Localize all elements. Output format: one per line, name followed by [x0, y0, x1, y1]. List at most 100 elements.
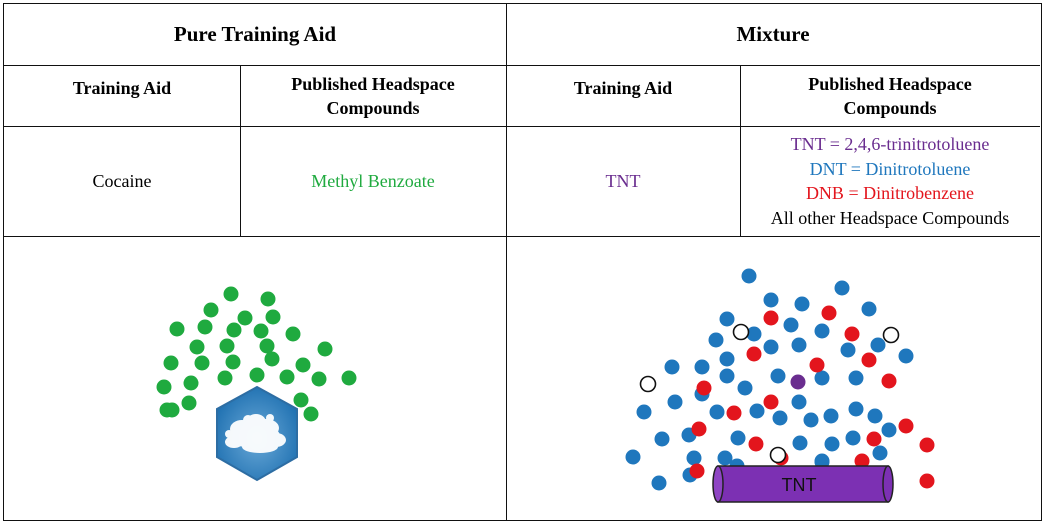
other-compound-dot: [882, 326, 900, 344]
methyl-benzoate-dot: [341, 370, 357, 386]
dnt-dot: [719, 368, 735, 384]
dnt-dot: [898, 348, 914, 364]
divider-pure: [240, 65, 241, 236]
subheader-pure-training-aid: Training Aid: [72, 78, 172, 98]
dnb-dot: [726, 405, 742, 421]
divider-subheader: [4, 126, 1040, 127]
header-mixture: Mixture: [736, 22, 810, 46]
cocaine-illustration: [156, 286, 357, 482]
subheader-mix-training-aid: Training Aid: [573, 78, 673, 98]
dnt-dot: [654, 431, 670, 447]
dnt-dot: [792, 435, 808, 451]
dnt-dot: [840, 342, 856, 358]
other-compound-dot: [639, 375, 657, 393]
dnt-dot: [749, 403, 765, 419]
dnb-dot: [696, 380, 712, 396]
methyl-benzoate-dots: [156, 286, 357, 422]
methyl-benzoate-dot: [317, 341, 333, 357]
methyl-benzoate-dot: [259, 338, 275, 354]
dnt-dot: [861, 301, 877, 317]
dnt-dot: [783, 317, 799, 333]
methyl-benzoate-dot: [164, 402, 180, 418]
methyl-benzoate-dot: [225, 354, 241, 370]
methyl-benzoate-dot: [163, 355, 179, 371]
methyl-benzoate-dot: [303, 406, 319, 422]
dnt-dot: [741, 268, 757, 284]
dnb-dot: [689, 463, 705, 479]
methyl-benzoate-dot: [169, 321, 185, 337]
dnt-dot: [848, 370, 864, 386]
dnt-dot: [709, 404, 725, 420]
methyl-benzoate-dot: [249, 367, 265, 383]
dnb-dot: [763, 394, 779, 410]
dnt-dot: [814, 323, 830, 339]
subheader-mix-compounds: Published Headspace Compounds: [808, 73, 972, 118]
tnt-cylinder-icon: TNT: [712, 465, 894, 503]
tnt-dot: [790, 374, 806, 390]
methyl-benzoate-dot: [197, 319, 213, 335]
tnt-cylinder-label: TNT: [782, 475, 817, 495]
dnt-dot: [794, 296, 810, 312]
methyl-benzoate-dot: [253, 323, 269, 339]
methyl-benzoate-dot: [295, 357, 311, 373]
dnt-dot: [872, 445, 888, 461]
dnb-dot: [898, 418, 914, 434]
dnt-dot: [667, 394, 683, 410]
dnt-dot: [717, 450, 733, 466]
dnt-dot: [746, 326, 762, 342]
headspace-compound-dots: [625, 268, 935, 491]
methyl-benzoate-dot: [226, 322, 242, 338]
legend-dnb: DNB = Dinitrobenzene: [805, 183, 975, 203]
methyl-benzoate-dot: [264, 351, 280, 367]
methyl-benzoate-dot: [156, 379, 172, 395]
dnb-dot: [881, 373, 897, 389]
other-compound-dot: [732, 323, 750, 341]
cell-tnt: TNT: [605, 171, 641, 191]
dnt-dot: [686, 450, 702, 466]
methyl-benzoate-dot: [285, 326, 301, 342]
methyl-benzoate-dot: [311, 371, 327, 387]
dnb-dot: [748, 436, 764, 452]
dnt-dot: [791, 337, 807, 353]
divider-row: [4, 236, 1040, 237]
dnb-dot: [763, 310, 779, 326]
dnt-dot: [625, 449, 641, 465]
compound-legend: TNT = 2,4,6-trinitrotoluene DNT = Dinitr…: [740, 126, 1040, 236]
dnt-dot: [708, 332, 724, 348]
legend-tnt: TNT = 2,4,6-trinitrotoluene: [790, 134, 990, 154]
divider-header: [4, 65, 1040, 66]
dnt-dot: [823, 408, 839, 424]
methyl-benzoate-dot: [183, 375, 199, 391]
dnt-dot: [651, 475, 667, 491]
dnt-dot: [791, 394, 807, 410]
methyl-benzoate-dot: [217, 370, 233, 386]
dnt-dot: [824, 436, 840, 452]
methyl-benzoate-dot: [203, 302, 219, 318]
cocaine-powder-hexagon-icon: [216, 385, 298, 482]
header-pure-training-aid: Pure Training Aid: [173, 22, 337, 46]
dnb-dot: [821, 305, 837, 321]
dnt-dot: [881, 422, 897, 438]
dnt-dot: [664, 359, 680, 375]
divider-mix: [740, 65, 741, 236]
dnt-dot: [719, 311, 735, 327]
dnt-dot: [730, 430, 746, 446]
dnt-dot: [848, 401, 864, 417]
dnb-dot: [866, 431, 882, 447]
cell-cocaine: Cocaine: [92, 171, 152, 191]
dnt-dot: [834, 280, 850, 296]
dnb-dot: [746, 346, 762, 362]
cell-methyl-benzoate: Methyl Benzoate: [311, 171, 435, 191]
legend-other: All other Headspace Compounds: [770, 207, 1010, 228]
dnt-dot: [772, 410, 788, 426]
dnt-dot: [770, 368, 786, 384]
dnb-dot: [919, 437, 935, 453]
dnt-dot: [763, 339, 779, 355]
dnb-dot: [854, 453, 870, 469]
dnb-dot: [691, 421, 707, 437]
methyl-benzoate-dot: [265, 309, 281, 325]
dnb-dot: [919, 473, 935, 489]
divider-main: [506, 4, 507, 520]
methyl-benzoate-dot: [260, 291, 276, 307]
methyl-benzoate-dot: [223, 286, 239, 302]
